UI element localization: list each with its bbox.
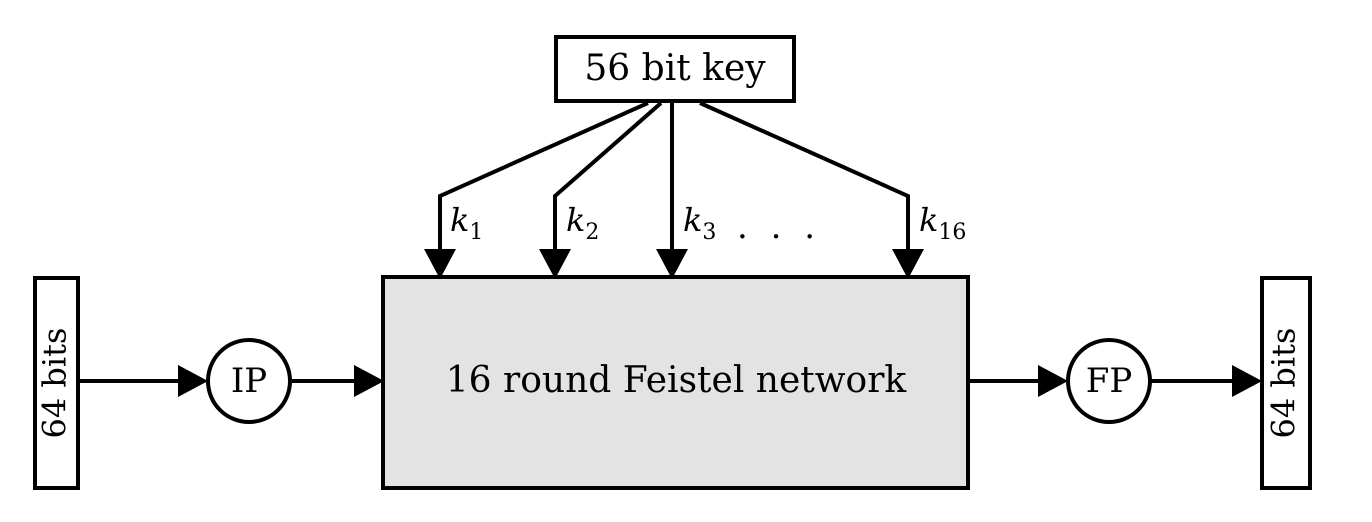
arrowhead-feistel-to-fp <box>1038 365 1068 397</box>
input-box-rect <box>33 276 80 490</box>
fp-circle[interactable]: FP <box>1066 338 1152 424</box>
arrowhead-input-to-ip <box>178 365 208 397</box>
subkey-label-k2: k2 <box>566 201 599 245</box>
ellipsis-label: . . . <box>737 207 821 247</box>
key-branch-line-k16 <box>699 101 910 255</box>
output-box-label: 64 bits <box>1265 328 1303 439</box>
subkey-sub-k2: 2 <box>585 220 599 245</box>
input-box[interactable]: 64 bits <box>33 276 80 490</box>
key-box-rect <box>554 35 796 103</box>
arrowhead-ip-to-feistel <box>354 365 384 397</box>
key-fanout-lines <box>438 101 910 255</box>
subkey-sub-k3: 3 <box>702 220 716 245</box>
subkey-label-k16: k16 <box>919 201 966 245</box>
key-branch-line-k1 <box>438 101 649 255</box>
arrowhead-k1 <box>424 249 456 279</box>
input-box-label: 64 bits <box>36 328 74 439</box>
key-box-label: 56 bit key <box>584 48 766 89</box>
key-box[interactable]: 56 bit key <box>554 35 796 103</box>
edge-ip-to-feistel <box>290 365 384 397</box>
subkey-base-k16: k <box>919 201 938 239</box>
edge-fp-to-output <box>1150 365 1262 397</box>
feistel-box-rect <box>381 275 970 490</box>
arrowhead-k16 <box>892 249 924 279</box>
subkey-sub-k16: 16 <box>938 220 966 245</box>
subkey-label-k1: k1 <box>450 201 483 245</box>
output-box-rect <box>1260 276 1312 490</box>
key-branch-line-k2 <box>553 101 663 255</box>
output-box[interactable]: 64 bits <box>1260 276 1312 490</box>
ip-circle[interactable]: IP <box>206 338 292 424</box>
arrowhead-k3 <box>656 249 688 279</box>
edge-feistel-to-fp <box>968 365 1068 397</box>
subkey-base-k2: k <box>566 201 585 239</box>
subkey-labels: k1 k2 k3 k16 <box>450 201 966 245</box>
feistel-box[interactable]: 16 round Feistel network <box>381 275 970 490</box>
ip-circle-label: IP <box>231 361 267 401</box>
key-arrowheads <box>424 249 924 279</box>
subkey-base-k1: k <box>450 201 469 239</box>
subkey-base-k3: k <box>683 201 702 239</box>
arrowhead-k2 <box>539 249 571 279</box>
subkey-label-k3: k3 <box>683 201 716 245</box>
subkey-sub-k1: 1 <box>469 220 483 245</box>
fp-circle-label: FP <box>1086 361 1132 401</box>
arrowhead-fp-to-output <box>1232 365 1262 397</box>
feistel-box-label: 16 round Feistel network <box>446 360 908 401</box>
edge-input-to-ip <box>78 365 208 397</box>
